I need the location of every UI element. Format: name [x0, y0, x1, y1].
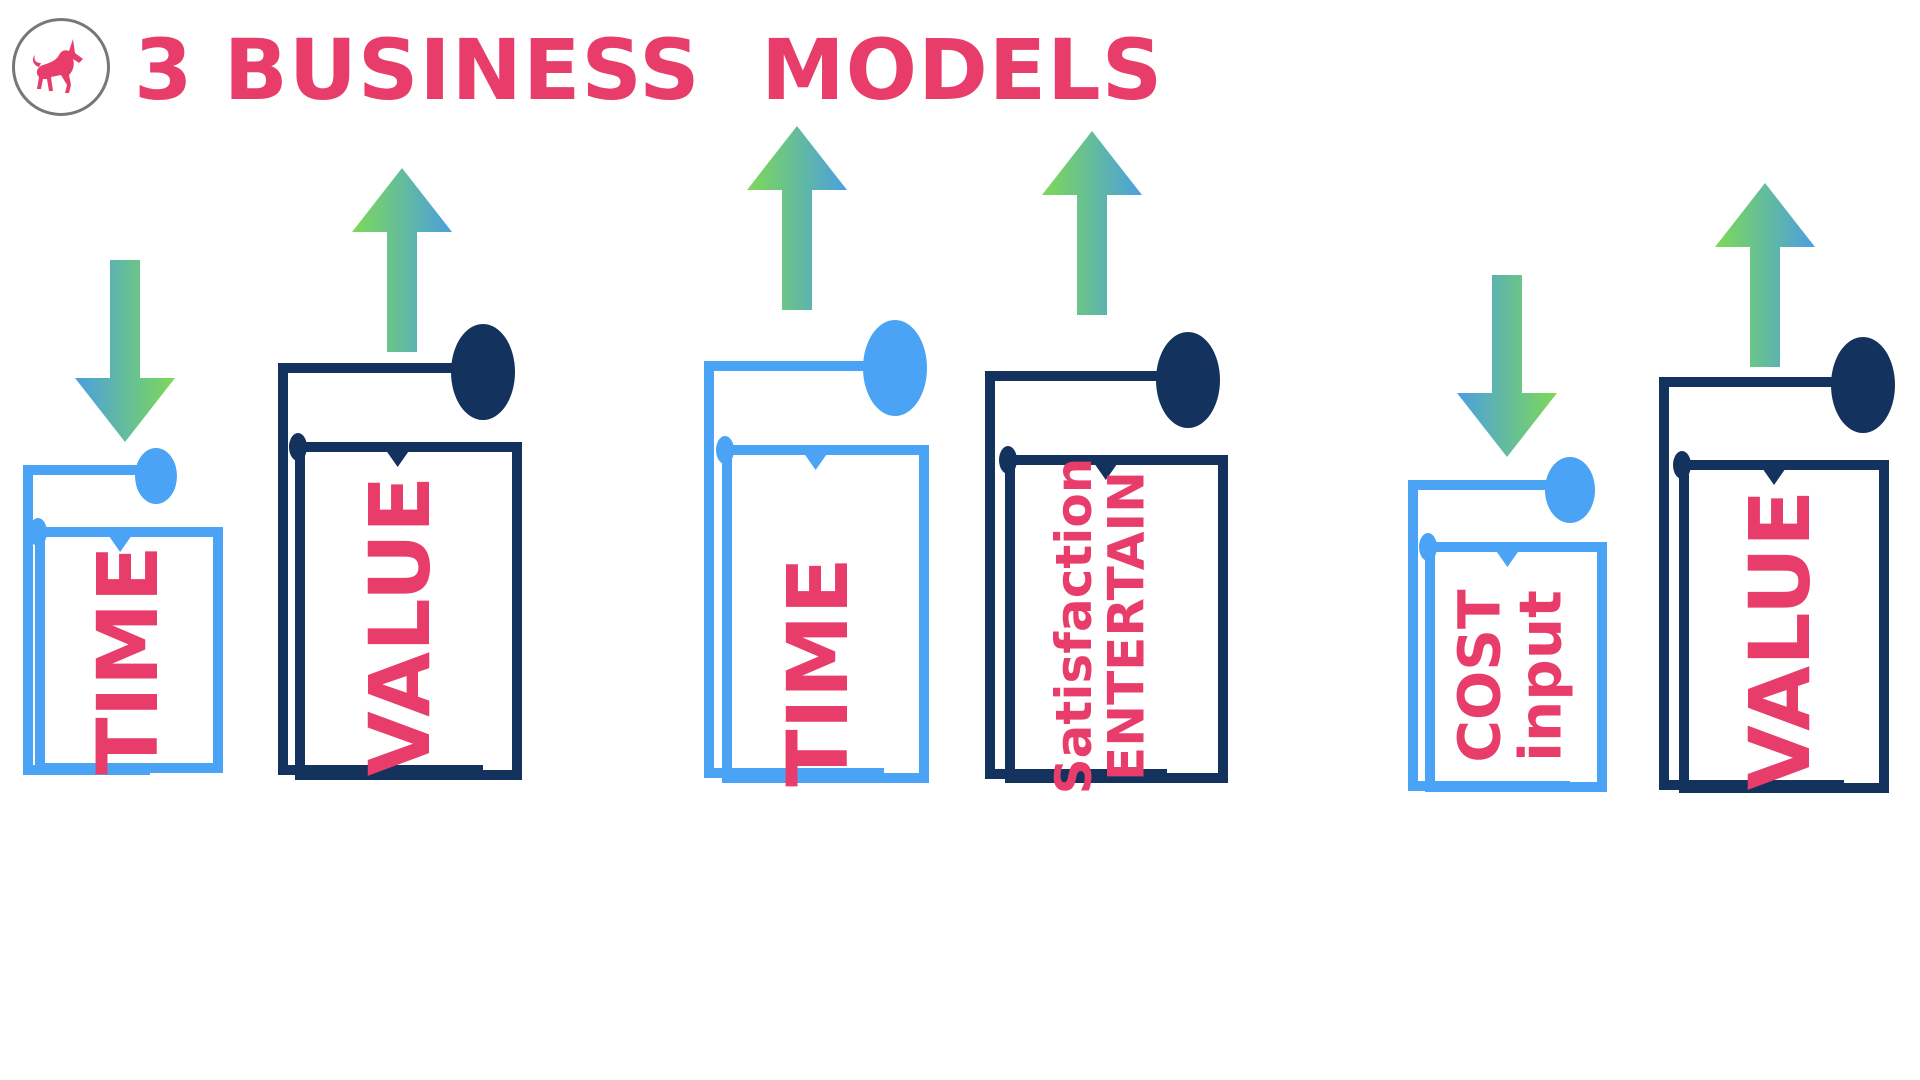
model-1-card-2: VALUE: [278, 324, 522, 780]
arrow-down-icon: [75, 260, 175, 442]
card-notch: [383, 447, 412, 467]
card-notch: [106, 532, 135, 552]
arrow-shape: [1457, 275, 1557, 457]
card-hole: [135, 448, 177, 504]
card-hole: [1831, 337, 1895, 433]
arrow-up-icon: [747, 126, 847, 310]
logo: [12, 18, 110, 116]
page-title: 3 BUSINESS MODELS: [134, 21, 1164, 119]
unicorn-icon: [32, 39, 83, 93]
card-label: VALUE: [351, 476, 449, 776]
card-hole: [451, 324, 515, 420]
model-1-card-1: TIME: [23, 448, 223, 775]
card-notch: [1091, 460, 1120, 480]
arrow-shape: [747, 126, 847, 310]
card-label: TIME: [769, 557, 867, 787]
card-pin: [716, 436, 734, 464]
card-notch: [801, 450, 830, 470]
card-pin: [29, 518, 47, 546]
card-pin: [999, 446, 1017, 474]
arrow-shape: [75, 260, 175, 442]
card-notch: [1493, 547, 1522, 567]
model-3-card-2: VALUE: [1659, 337, 1895, 793]
header: 3 BUSINESS MODELS: [0, 0, 1162, 130]
arrow-shape: [352, 168, 452, 352]
card-pin: [289, 433, 307, 461]
card-pin: [1419, 533, 1437, 561]
card-notch: [1760, 465, 1788, 485]
arrow-up-icon: [1042, 131, 1142, 315]
arrow-down-icon: [1457, 275, 1557, 457]
card-label: Satisfaction: [1045, 458, 1103, 795]
arrow-up-icon: [1715, 183, 1815, 367]
card-label: input: [1506, 590, 1574, 762]
card-label: VALUE: [1731, 490, 1829, 790]
model-2-card-1: TIME: [704, 320, 929, 787]
arrow-shape: [1715, 183, 1815, 367]
card-label: ENTERTAIN: [1097, 471, 1155, 781]
card-hole: [863, 320, 927, 416]
card-label: COST: [1446, 589, 1514, 763]
card-pin: [1673, 451, 1691, 479]
card-hole: [1545, 457, 1595, 523]
arrow-up-icon: [352, 168, 452, 352]
card-hole: [1156, 332, 1220, 428]
card-label: TIME: [79, 545, 177, 775]
arrow-shape: [1042, 131, 1142, 315]
arrows-layer: [75, 126, 1815, 457]
